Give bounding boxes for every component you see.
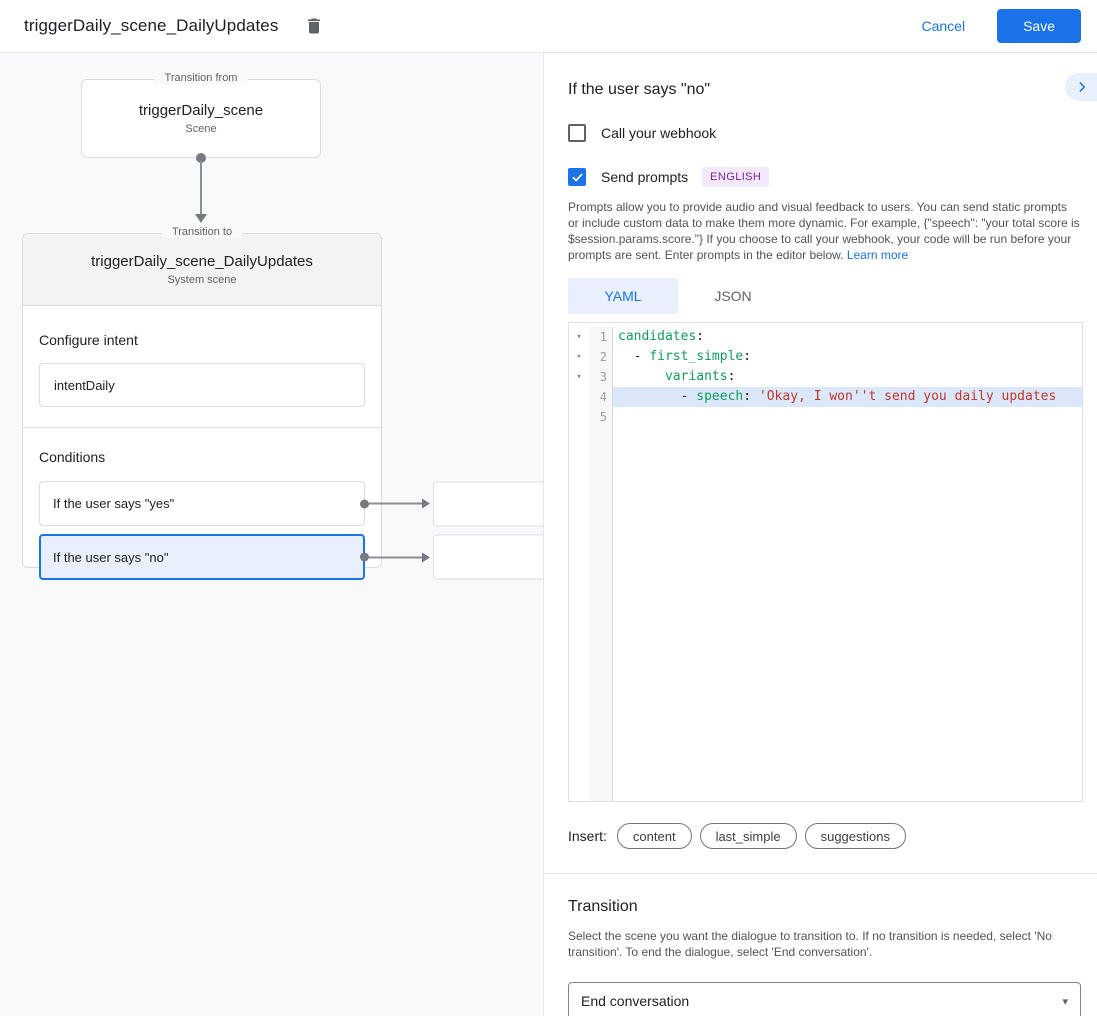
transition-select-value: End conversation (581, 993, 690, 1009)
insert-chip-suggestions[interactable]: suggestions (804, 823, 906, 849)
insert-row: Insert: content last_simple suggestions (568, 823, 1080, 849)
cancel-button[interactable]: Cancel (905, 10, 981, 42)
transition-section: Transition Select the scene you want the… (544, 874, 1097, 1016)
connector-arrow-head-icon (422, 552, 430, 562)
transition-to-legend: Transition to (161, 226, 243, 238)
line-number: 4 (589, 387, 613, 407)
transition-heading: Transition (568, 898, 638, 915)
from-node-name: triggerDaily_scene (138, 102, 264, 119)
condition-connector (360, 481, 543, 526)
tab-yaml[interactable]: YAML (568, 278, 678, 314)
line-number: 5 (589, 407, 613, 427)
fold-gutter (569, 407, 589, 427)
learn-more-link[interactable]: Learn more (846, 248, 909, 262)
connector-line (369, 502, 422, 505)
insert-label: Insert: (568, 828, 607, 844)
top-bar: triggerDaily_scene_DailyUpdates Cancel S… (0, 0, 1097, 53)
connector-line (369, 556, 422, 558)
condition-item[interactable]: If the user says "yes" (39, 481, 365, 526)
condition-row: If the user says "no" (39, 534, 543, 580)
fold-toggle-icon[interactable]: ▾ (576, 352, 582, 362)
condition-row: If the user says "yes" (39, 481, 543, 526)
yaml-code-editor[interactable]: ▾ 1 candidates: ▾ 2 - first_simple: ▾ 3 varian… (568, 322, 1083, 802)
delete-button[interactable] (298, 10, 330, 42)
to-node-type: System scene (167, 274, 237, 286)
connector-dot (360, 499, 369, 508)
webhook-row: Call your webhook (568, 124, 1080, 142)
card-divider (23, 427, 381, 428)
transition-to-card[interactable]: Transition to triggerDaily_scene_DailyUp… (22, 226, 543, 580)
insert-chips: content last_simple suggestions (616, 823, 914, 849)
arrow-origin-dot (196, 153, 206, 163)
scene-card-body: Configure intent intentDaily Conditions … (23, 332, 543, 580)
from-node-type: Scene (185, 123, 217, 135)
condition-connector (360, 534, 543, 580)
connector-arrow-head-icon (422, 498, 430, 509)
editor-line: 4 - speech: 'Okay, I won''t send you dai… (569, 387, 1082, 407)
conditions-heading: Conditions (39, 449, 106, 465)
intent-item[interactable]: intentDaily (39, 363, 365, 407)
send-prompts-checkbox[interactable] (568, 168, 586, 186)
scene-card-header: triggerDaily_scene_DailyUpdates System s… (23, 234, 381, 306)
code-line: - speech: 'Okay, I won''t send you daily… (613, 387, 1082, 407)
editor-line: ▾ 2 - first_simple: (569, 347, 1082, 367)
editor-format-tabs: YAML JSON (568, 278, 1080, 314)
trash-icon (304, 16, 324, 36)
editor-line: ▾ 1 candidates: (569, 327, 1082, 347)
page-title: triggerDaily_scene_DailyUpdates (24, 16, 279, 35)
prompts-description: Prompts allow you to provide audio and v… (568, 200, 1080, 262)
transition-from-legend: Transition from (154, 72, 248, 84)
editor-gutter-fill (569, 427, 1082, 801)
condition-editor-panel: If the user says "no" Call your webhook … (543, 53, 1097, 1016)
target-node-stub[interactable] (433, 534, 543, 580)
chevron-right-icon (1075, 80, 1089, 94)
send-prompts-label: Send prompts (601, 169, 689, 185)
condition-title: If the user says "no" (568, 81, 711, 98)
transition-arrow (195, 153, 207, 225)
target-node-stub[interactable] (433, 481, 543, 526)
tab-json[interactable]: JSON (714, 288, 752, 304)
configure-intent-heading: Configure intent (39, 332, 138, 348)
webhook-label: Call your webhook (601, 125, 717, 141)
connector-dot (360, 552, 369, 562)
editor-line: ▾ 3 variants: (569, 367, 1082, 387)
fold-toggle-icon[interactable]: ▾ (576, 372, 582, 382)
line-number: 2 (589, 347, 613, 367)
insert-chip-content[interactable]: content (616, 823, 692, 849)
code-line: variants: (664, 369, 736, 384)
arrow-line (200, 161, 202, 214)
collapse-panel-button[interactable] (1065, 73, 1097, 101)
insert-chip-last_simple[interactable]: last_simple (699, 823, 797, 849)
line-number: 3 (589, 367, 613, 387)
transition-from-node[interactable]: Transition from triggerDaily_scene Scene (81, 72, 321, 158)
transition-select[interactable]: End conversation ▾ (568, 982, 1081, 1016)
section-divider (544, 873, 1097, 874)
code-line: - first_simple: (618, 349, 752, 364)
intent-name: intentDaily (54, 377, 115, 393)
prompts-section: If the user says "no" Call your webhook … (544, 53, 1097, 873)
transition-description: Select the scene you want the dialogue t… (568, 929, 1052, 959)
webhook-checkbox[interactable] (568, 124, 586, 142)
language-badge: ENGLISH (702, 167, 770, 187)
save-button[interactable]: Save (997, 9, 1081, 43)
line-number: 1 (589, 327, 613, 347)
fold-toggle-icon[interactable]: ▾ (576, 332, 582, 342)
code-line: candidates: (618, 329, 705, 344)
dropdown-caret-icon: ▾ (1062, 995, 1068, 1008)
checkmark-icon (571, 171, 584, 184)
code-line (613, 407, 1082, 427)
to-node-name: triggerDaily_scene_DailyUpdates (91, 253, 313, 270)
scene-diagram-canvas: Transition from triggerDaily_scene Scene… (0, 53, 543, 1016)
fold-gutter (569, 387, 589, 407)
send-prompts-row: Send prompts ENGLISH (568, 167, 1080, 187)
condition-item[interactable]: If the user says "no" (39, 534, 365, 580)
conditions-list: If the user says "yes" If the user says "… (39, 481, 543, 580)
arrow-head-icon (195, 214, 207, 223)
editor-line: 5 (569, 407, 1082, 427)
